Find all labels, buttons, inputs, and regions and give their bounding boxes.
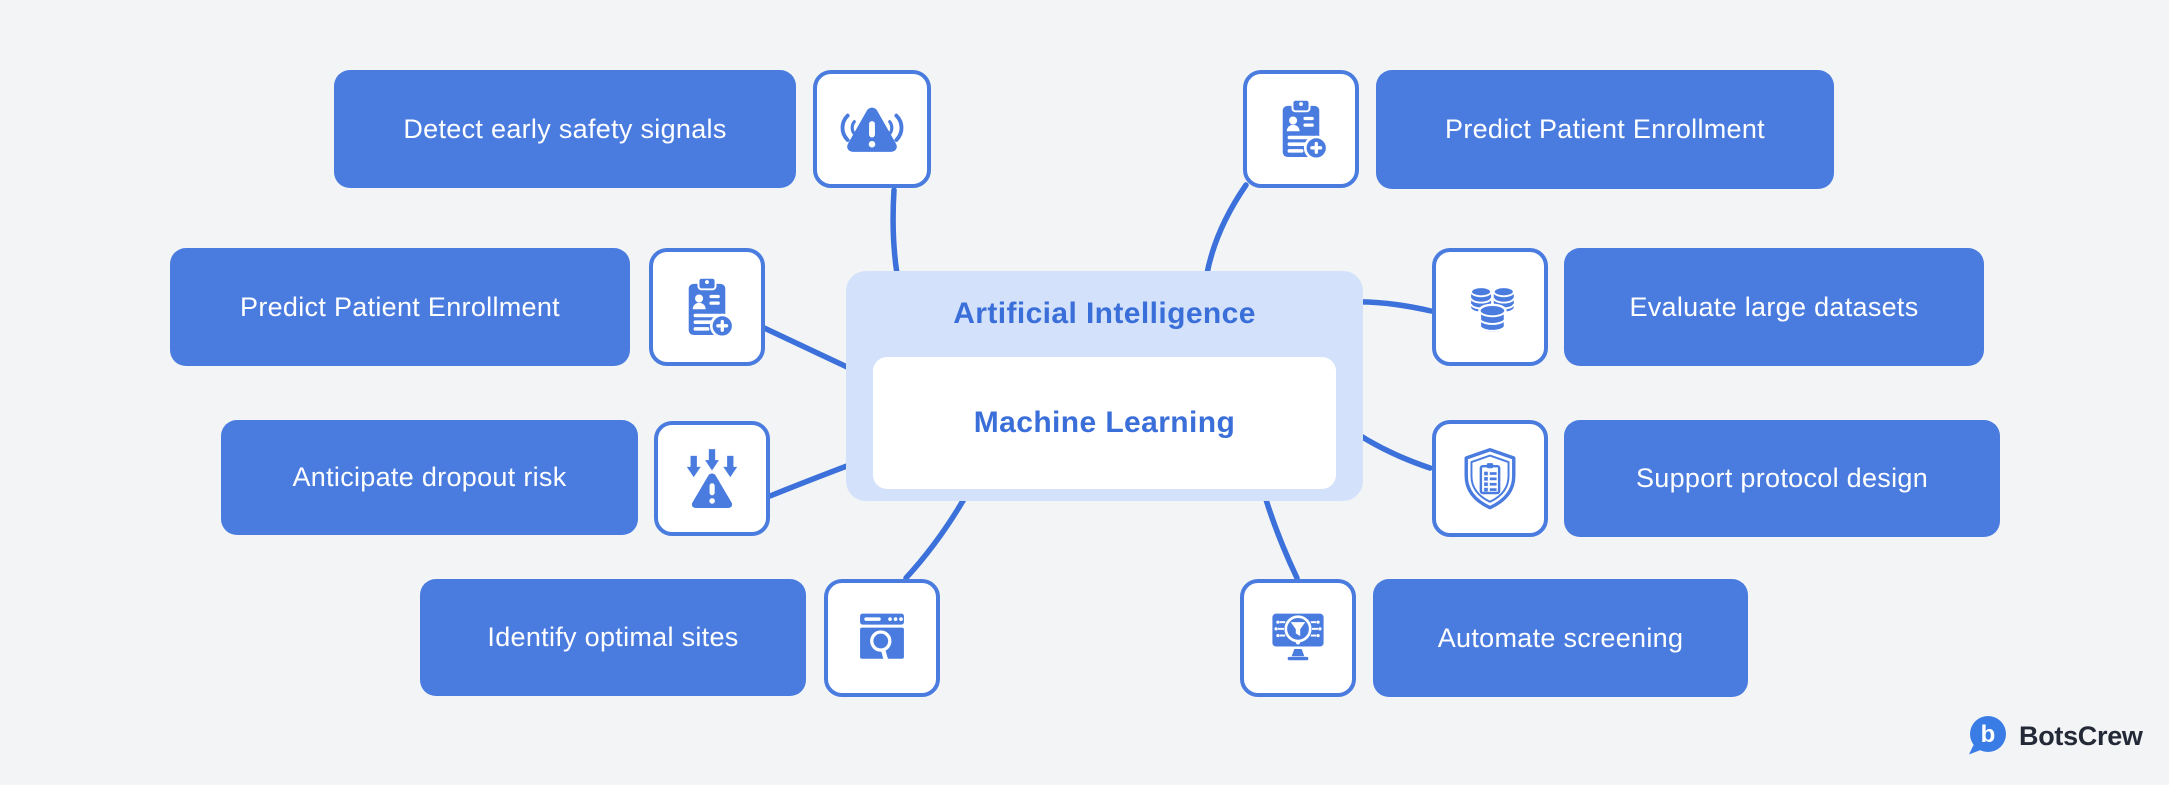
patient-enrollment-icon — [688, 276, 735, 339]
site-search-icon — [860, 613, 904, 664]
tile-patient-enrollment-right — [1243, 70, 1359, 188]
botscrew-logo-text: BotsCrew — [2019, 720, 2143, 751]
automated-screening-icon — [1272, 613, 1324, 661]
label-predict-patient-enrollment-right: Predict Patient Enrollment — [1376, 70, 1834, 189]
pill-label: Support protocol design — [1635, 463, 1929, 493]
label-predict-patient-enrollment-left: Predict Patient Enrollment — [170, 248, 630, 366]
alert-signal-icon — [840, 107, 904, 152]
tile-alert-signal — [813, 70, 931, 188]
machine-learning-label: Machine Learning — [973, 406, 1236, 439]
pill-label: Predict Patient Enrollment — [1445, 114, 1765, 144]
label-identify-optimal-sites: Identify optimal sites — [420, 579, 806, 696]
botscrew-logo: b BotsCrew — [1964, 711, 2143, 761]
label-automate-screening: Automate screening — [1373, 579, 1748, 697]
botscrew-bubble-icon: b — [1969, 716, 2006, 755]
artificial-intelligence-label: Artificial Intelligence — [953, 297, 1256, 330]
pill-label: Predict Patient Enrollment — [240, 291, 560, 322]
label-anticipate-dropout-risk: Anticipate dropout risk — [221, 420, 638, 535]
protocol-shield-icon — [1464, 447, 1516, 509]
tile-automated-screening — [1240, 579, 1356, 697]
tile-site-search — [824, 579, 940, 697]
tile-patient-enrollment-left — [649, 248, 765, 366]
dropout-risk-icon — [686, 448, 738, 510]
patient-enrollment-icon — [1282, 98, 1329, 161]
label-support-protocol-design: Support protocol design — [1564, 420, 2000, 537]
pill-label: Evaluate large datasets — [1629, 291, 1919, 322]
datasets-icon — [1470, 286, 1515, 335]
tile-dropout-risk — [654, 421, 770, 536]
pill-label: Detect early safety signals — [403, 113, 727, 144]
pill-label: Identify optimal sites — [487, 622, 739, 652]
tile-datasets — [1432, 248, 1548, 366]
label-evaluate-large-datasets: Evaluate large datasets — [1564, 248, 1984, 366]
machine-learning-panel: Machine Learning — [873, 357, 1336, 489]
artificial-intelligence-panel: Artificial Intelligence Machine Learning — [846, 271, 1363, 501]
pill-label: Anticipate dropout risk — [292, 462, 567, 492]
label-detect-early-safety-signals: Detect early safety signals — [334, 70, 796, 188]
tile-protocol-shield — [1432, 420, 1548, 537]
pill-label: Automate screening — [1437, 622, 1684, 653]
svg-text:b: b — [1981, 721, 1996, 748]
